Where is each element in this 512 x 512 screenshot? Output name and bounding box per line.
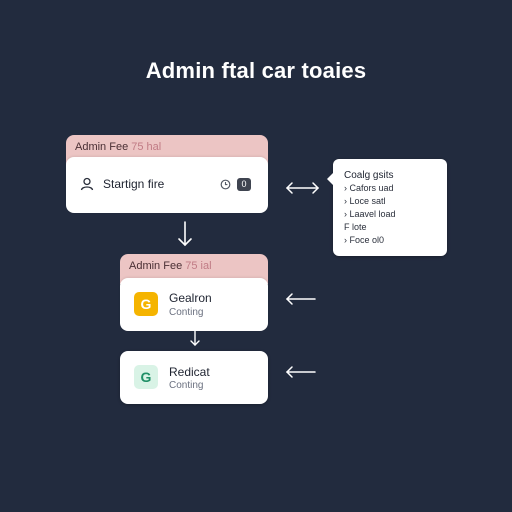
notes-title: Coalg gsits (344, 170, 394, 181)
arrow-down-1 (178, 221, 192, 247)
count-badge: 0 (237, 178, 251, 191)
card-sublabel: Conting (169, 307, 204, 318)
arrow-bidirectional (285, 182, 320, 194)
arrow-left-2 (285, 366, 316, 378)
notes-item: › Foce ol0 (344, 235, 385, 245)
card-starting-fire[interactable]: Admin Fee 75 hal Startign fire 0 (66, 135, 268, 213)
card-body: G Gealron Conting (120, 278, 268, 331)
card-header-suffix: 75 hal (131, 141, 162, 153)
card-label: Redicat (169, 365, 210, 379)
app-icon-yellow: G (134, 292, 158, 316)
card-sublabel: Conting (169, 380, 204, 391)
card-header-label: Admin Fee (129, 260, 183, 272)
notes-item: F lote (344, 222, 367, 232)
arrow-down-2 (190, 330, 200, 346)
card-redicat[interactable]: G Redicat Conting (120, 351, 268, 404)
clock-icon (220, 179, 231, 190)
card-header-label: Admin Fee (75, 141, 129, 153)
card-label: Gealron (169, 291, 212, 305)
card-gealron[interactable]: Admin Fee 75 ial G Gealron Conting (120, 254, 268, 331)
card-body: Startign fire 0 (66, 157, 268, 213)
notes-item: › Loce satl (344, 196, 386, 206)
notes-callout: Coalg gsits › Cafors uad › Loce satl › L… (327, 159, 447, 256)
notes-item: › Cafors uad (344, 183, 394, 193)
card-header-suffix: 75 ial (185, 260, 212, 272)
arrow-left-1 (285, 293, 316, 305)
app-icon-green: G (134, 365, 158, 389)
user-icon (80, 177, 94, 191)
diagram-title: Admin ftal car toaies (145, 58, 367, 83)
card-label: Startign fire (103, 177, 165, 191)
callout-pointer (327, 173, 333, 185)
notes-item: › Laavel load (344, 209, 396, 219)
